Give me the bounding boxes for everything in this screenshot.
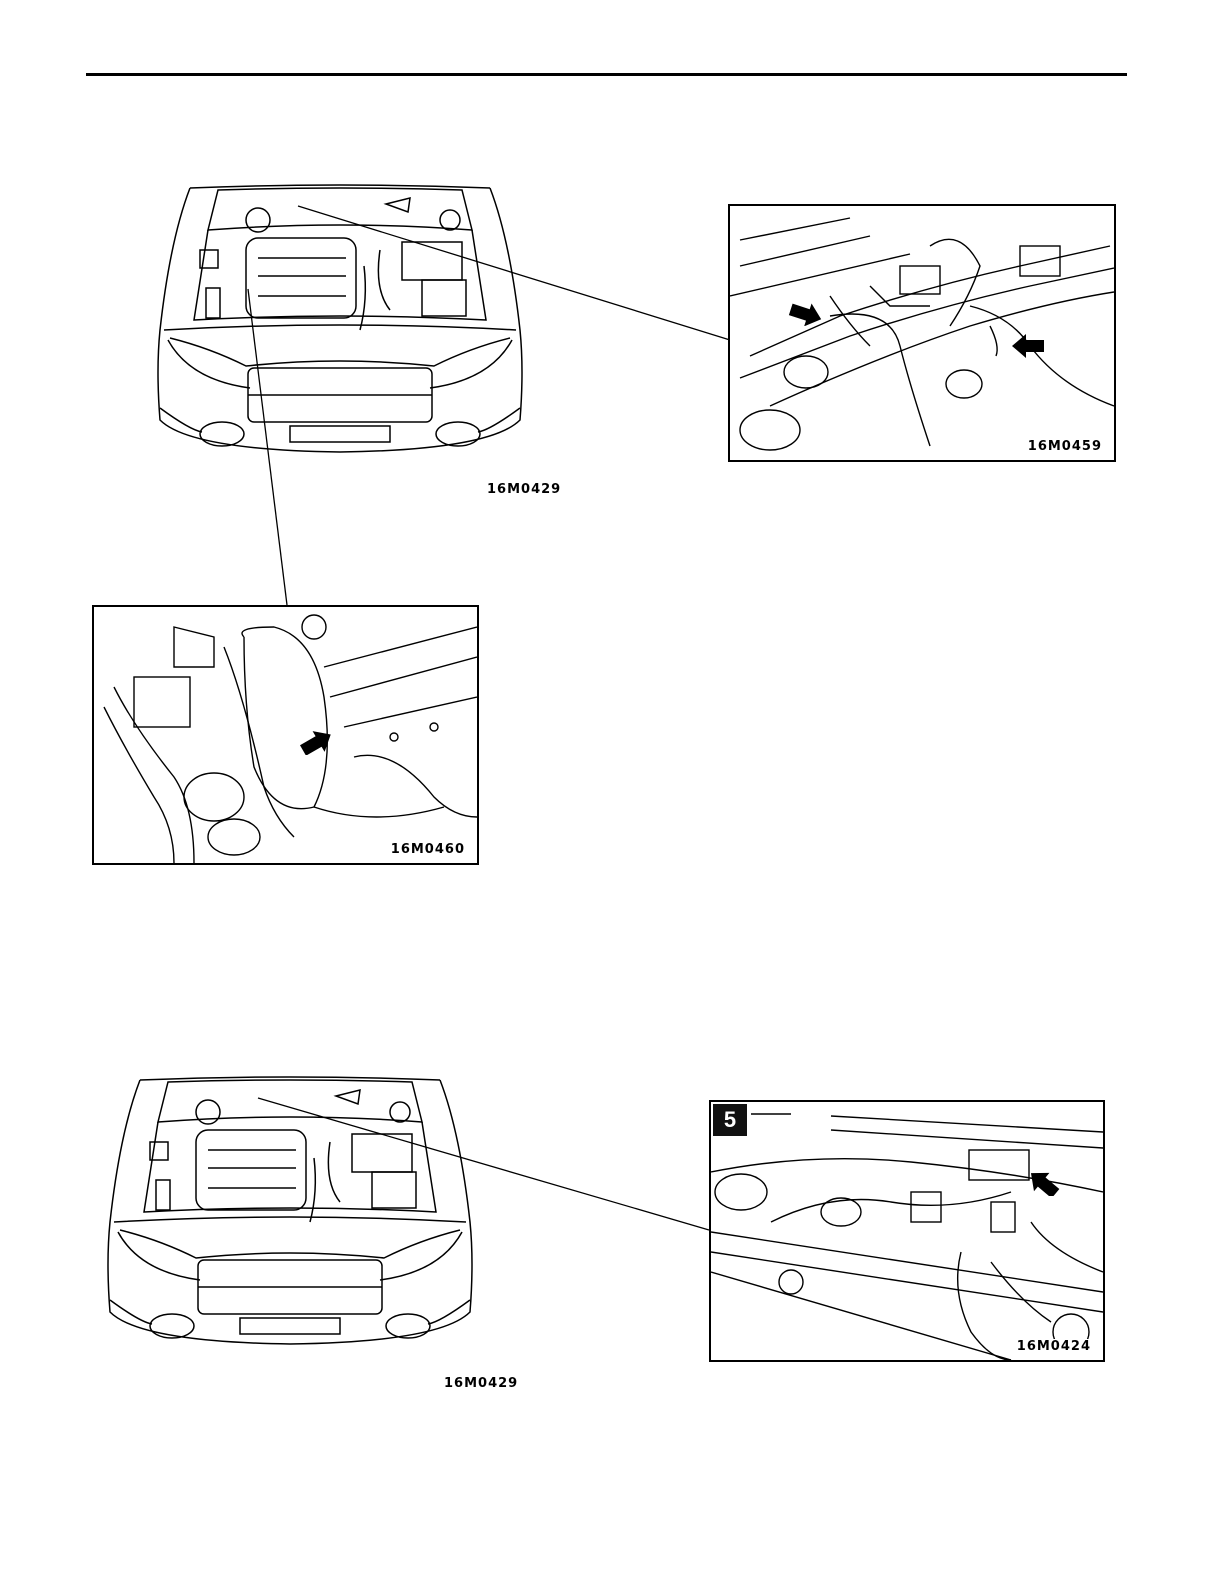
step-number-badge: 5 bbox=[713, 1104, 747, 1136]
figure-code-bottom-inset: 16M0424 bbox=[1015, 1339, 1093, 1354]
car-front-illustration-bottom bbox=[100, 1072, 480, 1352]
pointer-arrow-icon bbox=[788, 302, 822, 326]
detail-inset-top-right: 16M0459 bbox=[728, 204, 1116, 462]
pointer-arrow-icon bbox=[1012, 334, 1046, 358]
figure-code-top-right-inset: 16M0459 bbox=[1026, 439, 1104, 454]
engine-detail-drawing bbox=[94, 607, 477, 863]
engine-detail-drawing bbox=[711, 1102, 1103, 1360]
pointer-arrow-icon bbox=[1027, 1172, 1061, 1196]
figure-code-top-left-inset: 16M0460 bbox=[389, 842, 467, 857]
figure-code-bottom-car: 16M0429 bbox=[444, 1376, 518, 1391]
pointer-arrow-icon bbox=[299, 731, 333, 755]
detail-inset-top-left: 16M0460 bbox=[92, 605, 479, 865]
car-front-illustration-top bbox=[150, 180, 530, 460]
engine-detail-drawing bbox=[730, 206, 1114, 460]
detail-inset-bottom: 5 16M0424 bbox=[709, 1100, 1105, 1362]
figure-code-top-car: 16M0429 bbox=[487, 482, 561, 497]
